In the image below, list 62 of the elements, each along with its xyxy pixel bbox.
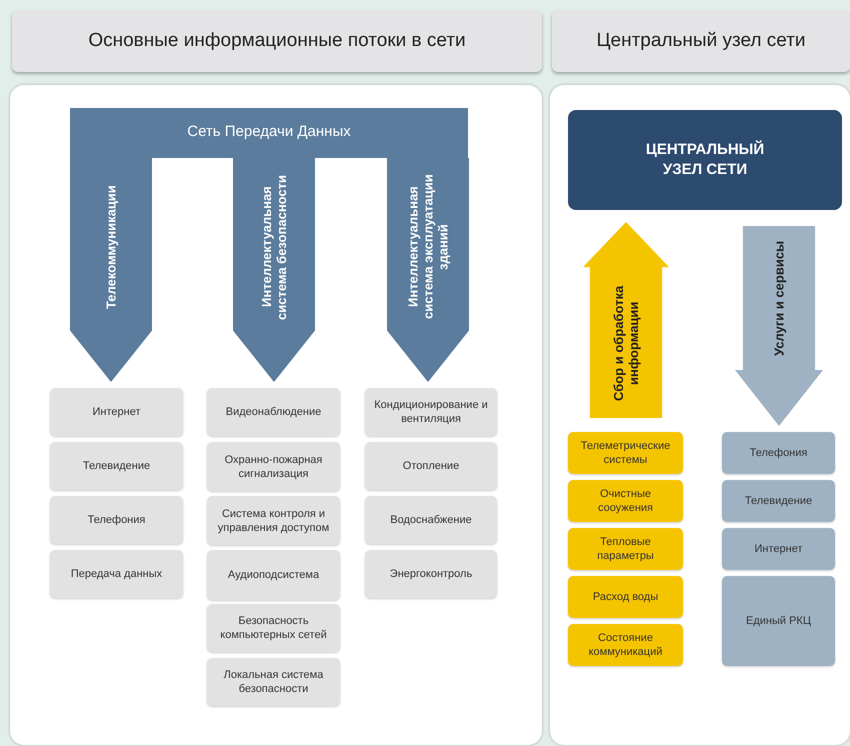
item-label: Водоснабжение: [389, 513, 473, 528]
item-box: [207, 550, 340, 600]
item-label: Интернет: [92, 405, 142, 420]
item-label: Интернет: [754, 542, 804, 557]
item-box: [568, 432, 683, 474]
item-box: [50, 496, 183, 544]
item-label: Охранно-пожарная сигнализация: [224, 452, 324, 482]
item-label: Передача данных: [70, 567, 164, 582]
item-label: Телеметрические системы: [580, 439, 672, 468]
item-label: Видеонаблюдение: [224, 405, 322, 420]
down-arrow-shape: [735, 226, 823, 426]
item-box: [722, 528, 835, 570]
item-label: Тепловые параметры: [596, 535, 655, 564]
item-label: Телефония: [748, 446, 808, 461]
item-box: [568, 480, 683, 522]
item-box: [365, 388, 497, 436]
item-box: [207, 442, 340, 491]
item-box: [568, 576, 683, 618]
item-label: Телевидение: [82, 459, 152, 474]
item-box: [722, 480, 835, 522]
item-label: Очистные сооужения: [596, 487, 654, 516]
down-arrow-shape: [70, 158, 152, 382]
item-box: [365, 496, 497, 544]
network-band: [70, 108, 468, 158]
item-label: Безопасность компьютерных сетей: [219, 614, 328, 643]
node-title: ЦЕНТРАЛЬНЫЙ УЗЕЛ СЕТИ: [644, 139, 766, 180]
item-box: [365, 442, 497, 490]
item-box: [207, 658, 340, 706]
item-label: Расход воды: [592, 590, 660, 605]
section-header: Основные информационные потоки в сети: [12, 10, 542, 72]
item-label: Кондиционирование и вентиляция: [373, 398, 489, 427]
item-box: [50, 550, 183, 598]
item-box: [207, 496, 340, 545]
band-title: Сеть Передачи Данных: [186, 122, 352, 142]
item-box: [568, 624, 683, 666]
item-label: Система контроля и управления доступом: [216, 506, 330, 536]
item-box: [722, 576, 835, 666]
item-box: [50, 442, 183, 490]
item-label: Телевидение: [744, 494, 814, 509]
arrow-label: Интеллектуальная система эксплуатации зданий: [404, 174, 452, 322]
item-box: [207, 604, 340, 652]
item-box: [365, 550, 497, 598]
item-box: [568, 528, 683, 570]
down-arrow-shape: [233, 158, 315, 382]
arrow-label: Сбор и обработка информации: [610, 284, 642, 403]
item-label: Аудиоподсистема: [226, 568, 320, 583]
section-header: Центральный узел сети: [552, 10, 850, 72]
item-box: [207, 388, 340, 436]
item-label: Телефония: [86, 513, 146, 528]
item-label: Локальная система безопасности: [222, 668, 324, 697]
item-label: Состояние коммуникаций: [588, 631, 664, 660]
item-box: [722, 432, 835, 474]
item-label: Энергоконтроль: [388, 567, 474, 582]
item-box: [50, 388, 183, 436]
central-node-box: [568, 110, 842, 210]
up-arrow-shape: [583, 222, 669, 418]
arrow-label: Услуги и сервисы: [770, 239, 788, 358]
arrow-label: Телекоммуникации: [102, 184, 120, 311]
item-label: Единый РКЦ: [745, 614, 812, 629]
item-label: Отопление: [402, 459, 460, 474]
arrow-label: Интеллектуальная система безопасности: [258, 173, 290, 322]
down-arrow-shape: [387, 158, 469, 382]
